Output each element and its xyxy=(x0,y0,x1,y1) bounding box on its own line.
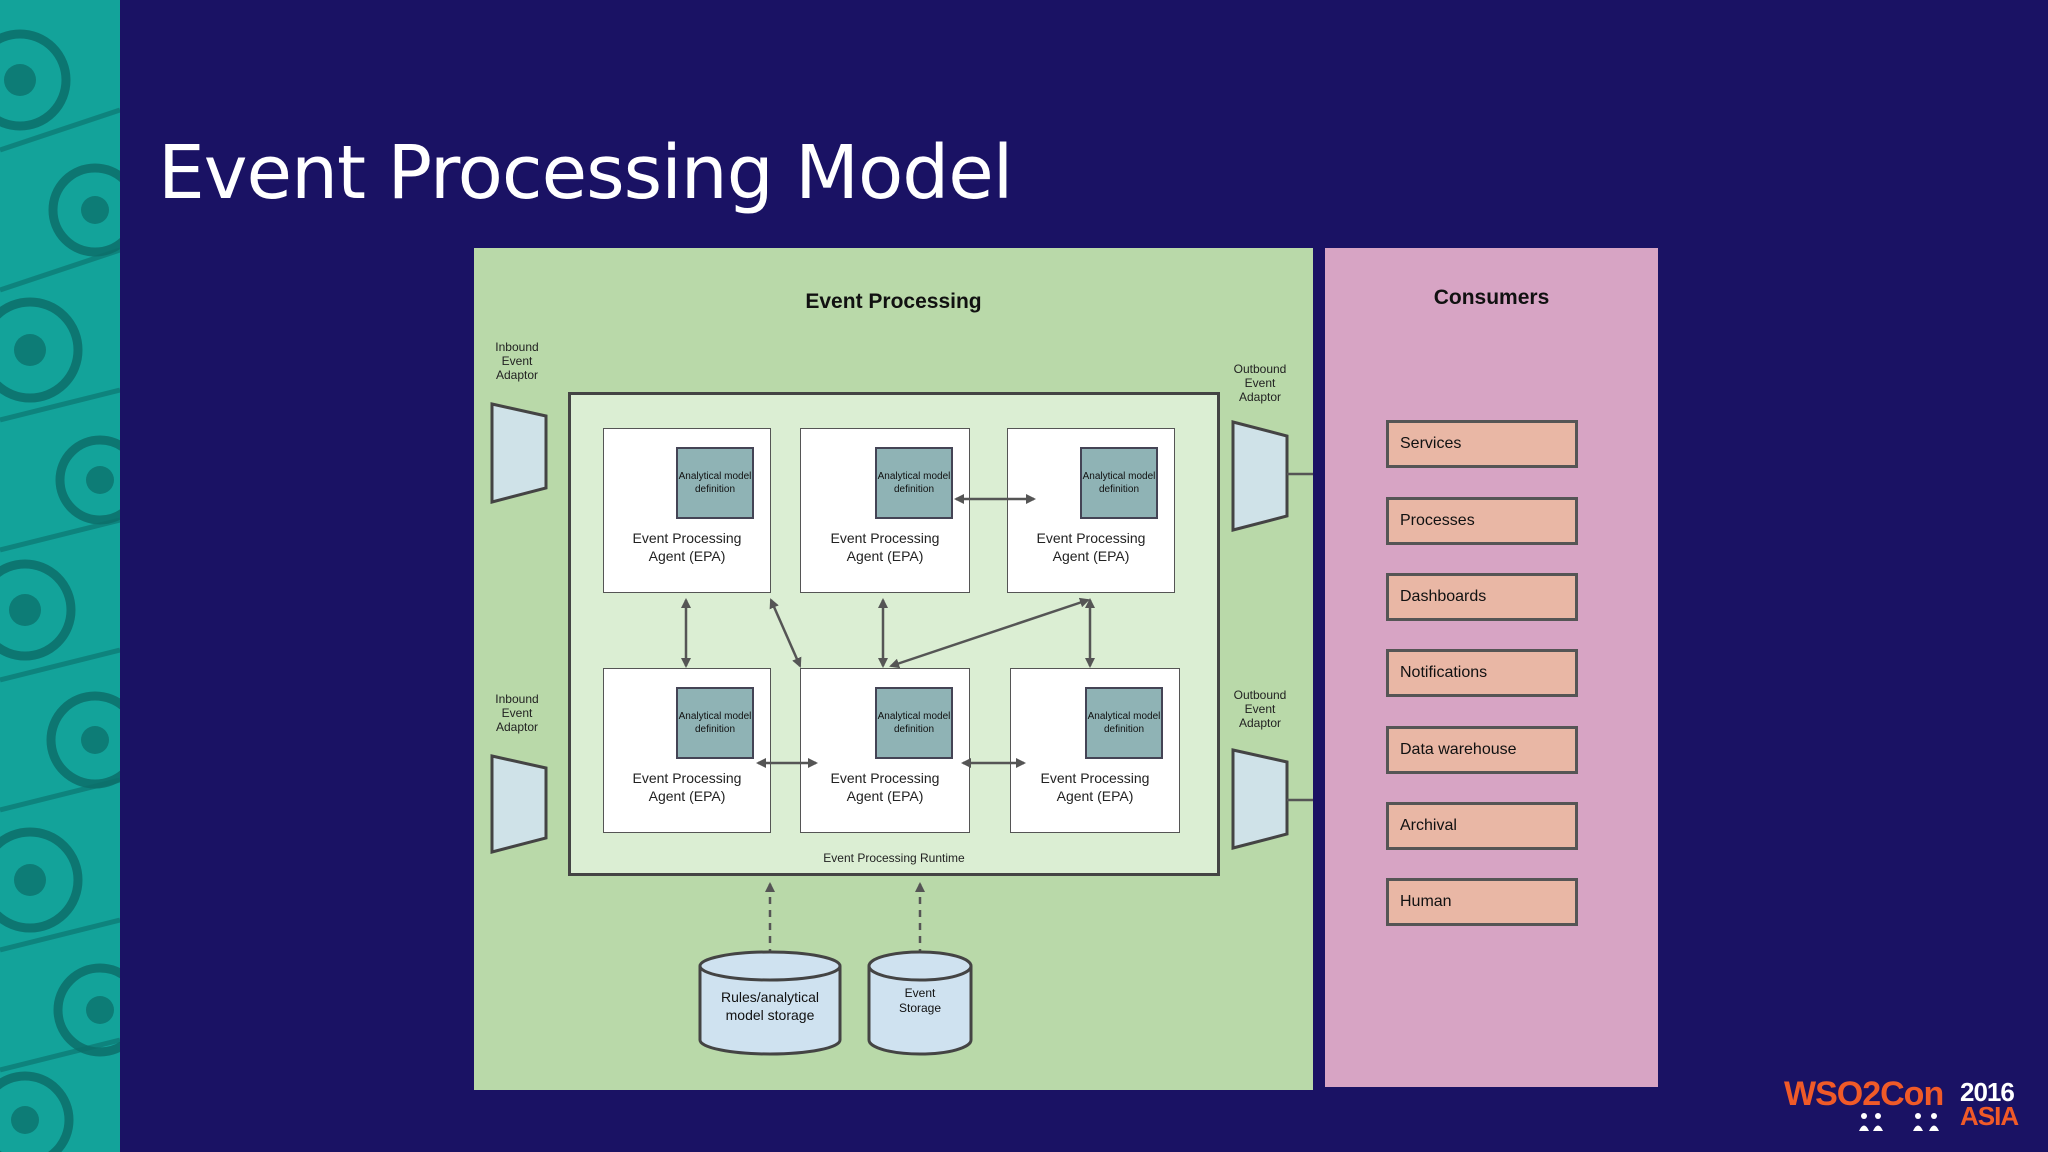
epa-box: Analytical model definition Event Proces… xyxy=(603,428,771,593)
epa-box: Analytical model definition Event Proces… xyxy=(800,668,970,833)
epa-box: Analytical model definition Event Proces… xyxy=(800,428,970,593)
outbound-adaptor-shape xyxy=(1231,748,1289,850)
event-processing-title: Event Processing xyxy=(805,290,982,313)
epa-box: Analytical model definition Event Proces… xyxy=(603,668,771,833)
consumer-item-archival: Archival xyxy=(1386,802,1578,850)
event-processing-panel: Event Processing Inbound Event Adaptor I… xyxy=(474,248,1313,1090)
epa-label: Event Processing Agent (EPA) xyxy=(830,530,940,564)
epa-box: Analytical model definition Event Proces… xyxy=(1007,428,1175,593)
brand-year: 2016 xyxy=(1960,1077,2015,1107)
brand-name: WSO2Con xyxy=(1784,1075,1944,1113)
diagram-connectors xyxy=(490,402,1313,1056)
analytical-model-definition: Analytical model definition xyxy=(676,687,754,759)
inbound-adaptor-label-top: Inbound Event Adaptor xyxy=(495,340,539,382)
brand-region: ASIA xyxy=(1960,1101,2019,1131)
rules-storage-cylinder xyxy=(698,950,842,1056)
consumer-item-human: Human xyxy=(1386,878,1578,926)
outbound-adaptor-shape xyxy=(1231,420,1289,532)
people-icon xyxy=(1859,1113,1939,1131)
consumer-item-processes: Processes xyxy=(1386,497,1578,545)
epa-label: Event Processing Agent (EPA) xyxy=(632,770,742,804)
decorative-side-strip xyxy=(0,0,120,1152)
analytical-model-definition: Analytical model definition xyxy=(875,687,953,759)
analytical-model-definition: Analytical model definition xyxy=(1080,447,1158,519)
consumers-panel: Consumers Services Processes Dashboards … xyxy=(1325,248,1658,1087)
runtime-label: Event Processing Runtime xyxy=(823,851,965,865)
epa-label: Event Processing Agent (EPA) xyxy=(1040,770,1150,804)
inbound-adaptor-shape xyxy=(490,402,548,504)
analytical-model-definition: Analytical model definition xyxy=(1085,687,1163,759)
consumer-item-dashboards: Dashboards xyxy=(1386,573,1578,621)
inbound-adaptor-label-bottom: Inbound Event Adaptor xyxy=(495,692,539,734)
consumer-item-notifications: Notifications xyxy=(1386,649,1578,697)
event-storage-cylinder xyxy=(867,950,973,1056)
wso2con-logo: WSO2Con 2016 ASIA xyxy=(1784,1075,2024,1135)
epa-label: Event Processing Agent (EPA) xyxy=(632,530,742,564)
consumers-title: Consumers xyxy=(1433,286,1550,309)
consumer-item-services: Services xyxy=(1386,420,1578,468)
consumer-item-data-warehouse: Data warehouse xyxy=(1386,726,1578,774)
outbound-adaptor-label-top: Outbound Event Adaptor xyxy=(1233,362,1287,404)
inbound-adaptor-shape xyxy=(490,754,548,854)
epa-label: Event Processing Agent (EPA) xyxy=(830,770,940,804)
peacock-pattern-icon xyxy=(0,29,120,1152)
analytical-model-definition: Analytical model definition xyxy=(676,447,754,519)
epa-connector xyxy=(769,598,802,668)
analytical-model-definition: Analytical model definition xyxy=(875,447,953,519)
epa-box: Analytical model definition Event Proces… xyxy=(1010,668,1180,833)
epa-connector xyxy=(889,597,1090,669)
rules-storage-label: Rules/analytical model storage xyxy=(720,989,820,1023)
outbound-adaptor-label-bottom: Outbound Event Adaptor xyxy=(1233,688,1287,730)
epa-label: Event Processing Agent (EPA) xyxy=(1036,530,1146,564)
slide-title: Event Processing Model xyxy=(158,130,1013,216)
event-storage-label: Event Storage xyxy=(898,986,942,1015)
